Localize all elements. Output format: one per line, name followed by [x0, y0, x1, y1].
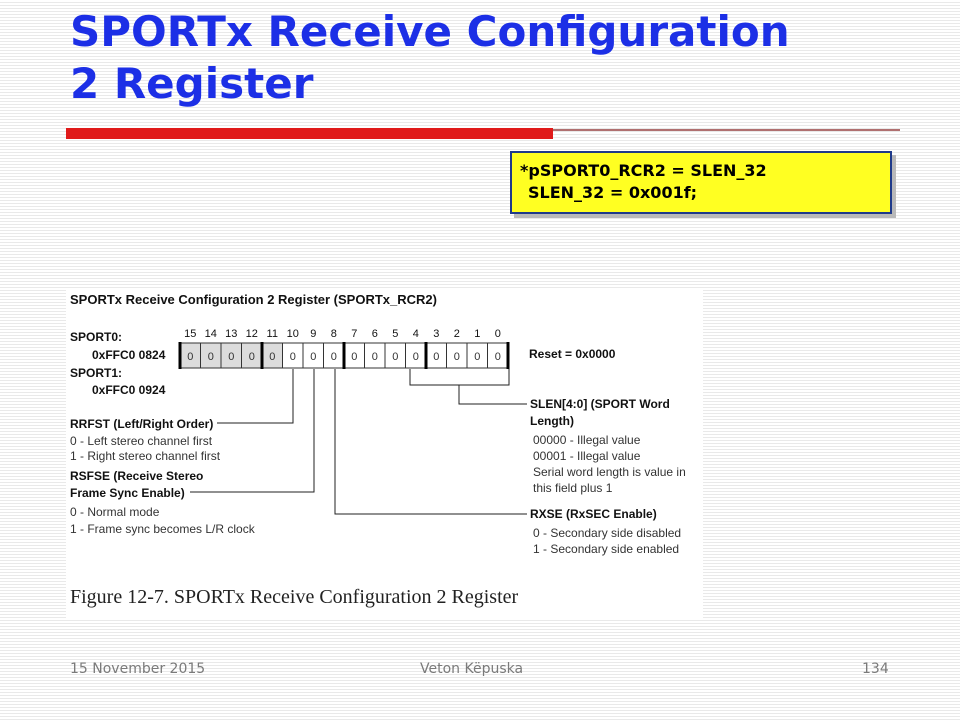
bit-value: 0 [495, 351, 501, 363]
rsfse-title-line-1: RSFSE (Receive Stereo [70, 469, 203, 483]
bit-number: 2 [454, 328, 460, 340]
bit-number: 3 [433, 328, 439, 340]
slen-title-line-2: Length) [530, 414, 574, 428]
rsfse-title-line-2: Frame Sync Enable) [70, 486, 185, 500]
reset-value: Reset = 0x0000 [529, 347, 616, 361]
code-line-1: *pSPORT0_RCR2 = SLEN_32 [520, 161, 767, 180]
bit-cell-row [179, 342, 509, 369]
bit-value: 0 [187, 351, 193, 363]
slide-title-line-2: 2 Register [70, 59, 314, 108]
slen-desc-2: 00001 - Illegal value [533, 449, 641, 463]
bit-value: 0 [392, 351, 398, 363]
sport1-label: SPORT1: [70, 366, 122, 380]
bit-value: 0 [269, 351, 275, 363]
sport0-label: SPORT0: [70, 330, 122, 344]
bit-value: 0 [290, 351, 296, 363]
bit-value: 0 [310, 351, 316, 363]
bit-value: 0 [331, 351, 337, 363]
code-line-2: SLEN_32 = 0x001f; [528, 183, 698, 202]
slen-desc-1: 00000 - Illegal value [533, 433, 641, 447]
slen-desc-4: this field plus 1 [533, 481, 613, 495]
bit-number: 14 [205, 328, 217, 340]
slide-title: SPORTx Receive Configuration 2 Register [70, 6, 930, 110]
bit-number: 7 [351, 328, 357, 340]
connector-lines [190, 369, 527, 515]
bit-value: 0 [372, 351, 378, 363]
bit-number: 12 [246, 328, 258, 340]
title-rule-red [66, 128, 553, 139]
bit-number: 13 [225, 328, 237, 340]
rrfst-title: RRFST (Left/Right Order) [70, 417, 213, 431]
slide-title-line-1: SPORTx Receive Configuration [70, 7, 790, 56]
bit-value: 0 [208, 351, 214, 363]
bit-number: 5 [392, 328, 398, 340]
title-rule-thin [553, 129, 900, 131]
rxse-title: RXSE (RxSEC Enable) [530, 507, 657, 521]
figure-heading: SPORTx Receive Configuration 2 Register … [70, 292, 437, 307]
slen-desc-3: Serial word length is value in [533, 465, 686, 479]
bit-number: 0 [495, 328, 501, 340]
bit-number: 15 [184, 328, 196, 340]
bit-number: 6 [372, 328, 378, 340]
bit-number: 11 [267, 328, 278, 340]
rrfst-option-1: 1 - Right stereo channel first [70, 449, 221, 463]
bit-value: 0 [413, 351, 419, 363]
bit-number: 1 [474, 328, 480, 340]
bit-value: 0 [454, 351, 460, 363]
bit-number: 4 [413, 328, 419, 340]
rsfse-option-0: 0 - Normal mode [70, 505, 160, 519]
slen-title-line-1: SLEN[4:0] (SPORT Word [530, 397, 670, 411]
footer-author: Veton Këpuska [420, 661, 524, 677]
figure-caption: Figure 12-7. SPORTx Receive Configuratio… [70, 586, 519, 608]
footer-page-number: 134 [862, 661, 889, 677]
bit-value: 0 [249, 351, 255, 363]
nibble-separators [178, 342, 510, 369]
register-diagram: SPORTx Receive Configuration 2 Register … [70, 292, 686, 556]
sport0-address: 0xFFC0 0824 [92, 348, 166, 362]
rrfst-option-0: 0 - Left stereo channel first [70, 434, 213, 448]
rxse-option-0: 0 - Secondary side disabled [533, 526, 681, 540]
rsfse-option-1: 1 - Frame sync becomes L/R clock [70, 522, 256, 536]
code-callout-box: *pSPORT0_RCR2 = SLEN_32 SLEN_32 = 0x001f… [510, 151, 892, 214]
rxse-option-1: 1 - Secondary side enabled [533, 542, 679, 556]
bit-number: 8 [331, 328, 337, 340]
bit-value: 0 [228, 351, 234, 363]
register-figure: SPORTx Receive Configuration 2 Register … [66, 288, 703, 618]
bit-value: 0 [351, 351, 357, 363]
bit-number: 10 [287, 328, 299, 340]
footer-date: 15 November 2015 [70, 661, 206, 677]
bit-value-row: 0 0 0 0 0 0 0 0 0 0 0 0 0 0 0 0 [187, 351, 501, 363]
bit-value: 0 [474, 351, 480, 363]
bit-number: 9 [310, 328, 316, 340]
bit-value: 0 [433, 351, 439, 363]
sport1-address: 0xFFC0 0924 [92, 383, 166, 397]
